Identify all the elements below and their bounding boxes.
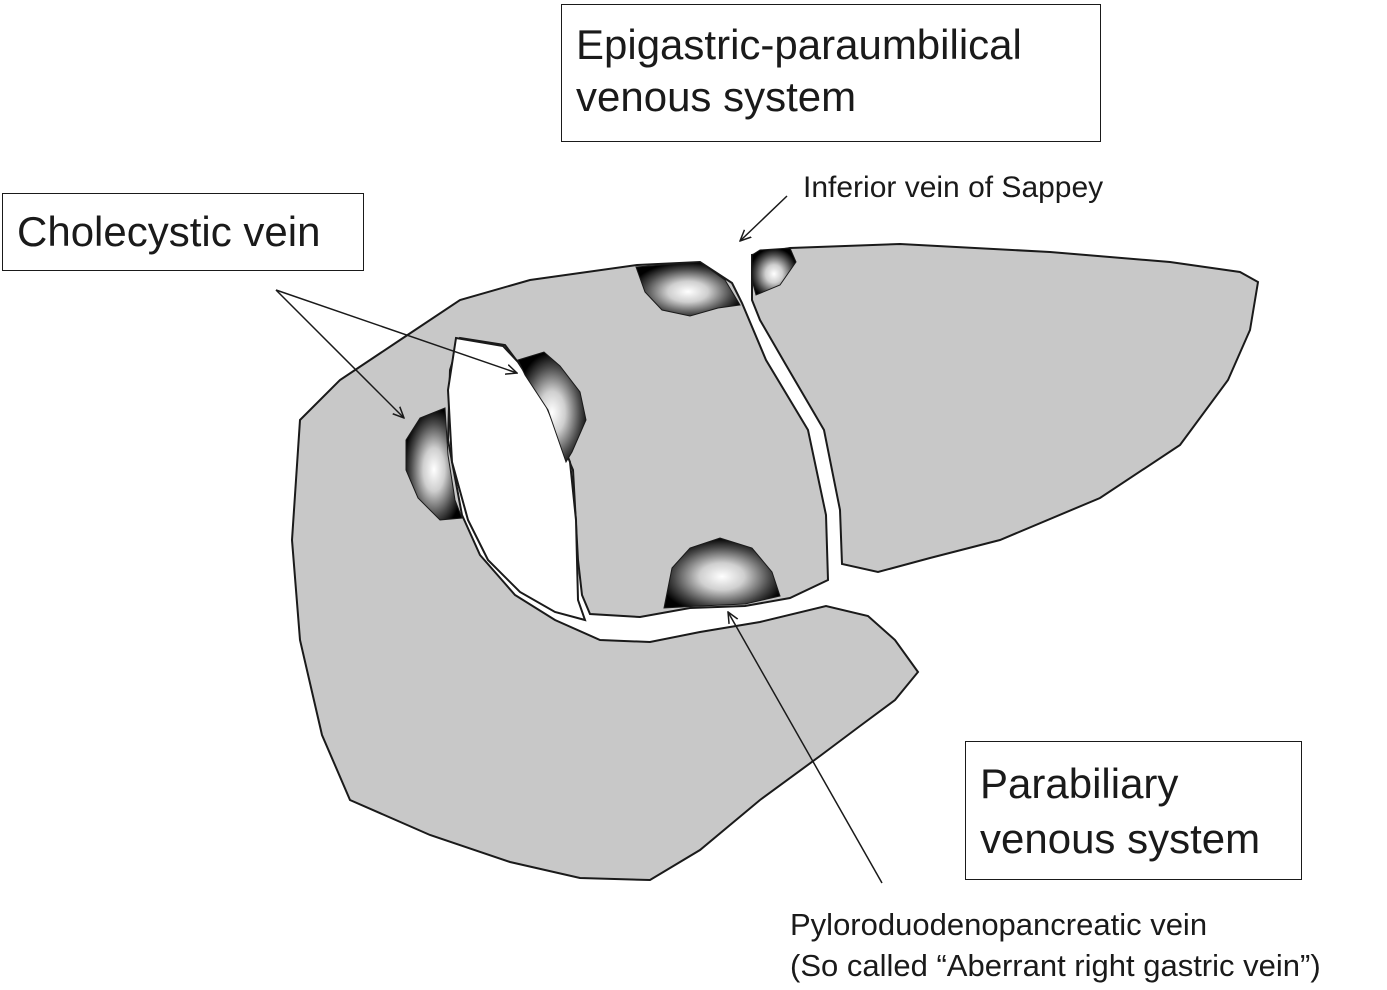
cholecystic-vein-label-box: Cholecystic vein (2, 193, 364, 271)
pdp-label-line2: (So called “Aberrant right gastric vein”… (790, 945, 1321, 986)
epigastric-paraumbilical-label-box: Epigastric-paraumbilical venous system (561, 4, 1101, 142)
epigastric-label-line1: Epigastric-paraumbilical (576, 19, 1100, 71)
parabiliary-label-line2: venous system (980, 811, 1301, 866)
parabiliary-label-line1: Parabiliary (980, 756, 1301, 811)
inferior-vein-of-sappey-label: Inferior vein of Sappey (803, 170, 1103, 206)
arrow-sappey (740, 196, 787, 241)
pdp-label-line1: Pyloroduodenopancreatic vein (790, 904, 1321, 945)
cholecystic-label: Cholecystic vein (17, 204, 363, 260)
epigastric-label-line2: venous system (576, 71, 1100, 123)
parabiliary-label-box: Parabiliary venous system (965, 741, 1302, 880)
pyloroduodenopancreatic-label: Pyloroduodenopancreatic vein (So called … (790, 904, 1321, 986)
liver-left-lobe (752, 244, 1258, 572)
